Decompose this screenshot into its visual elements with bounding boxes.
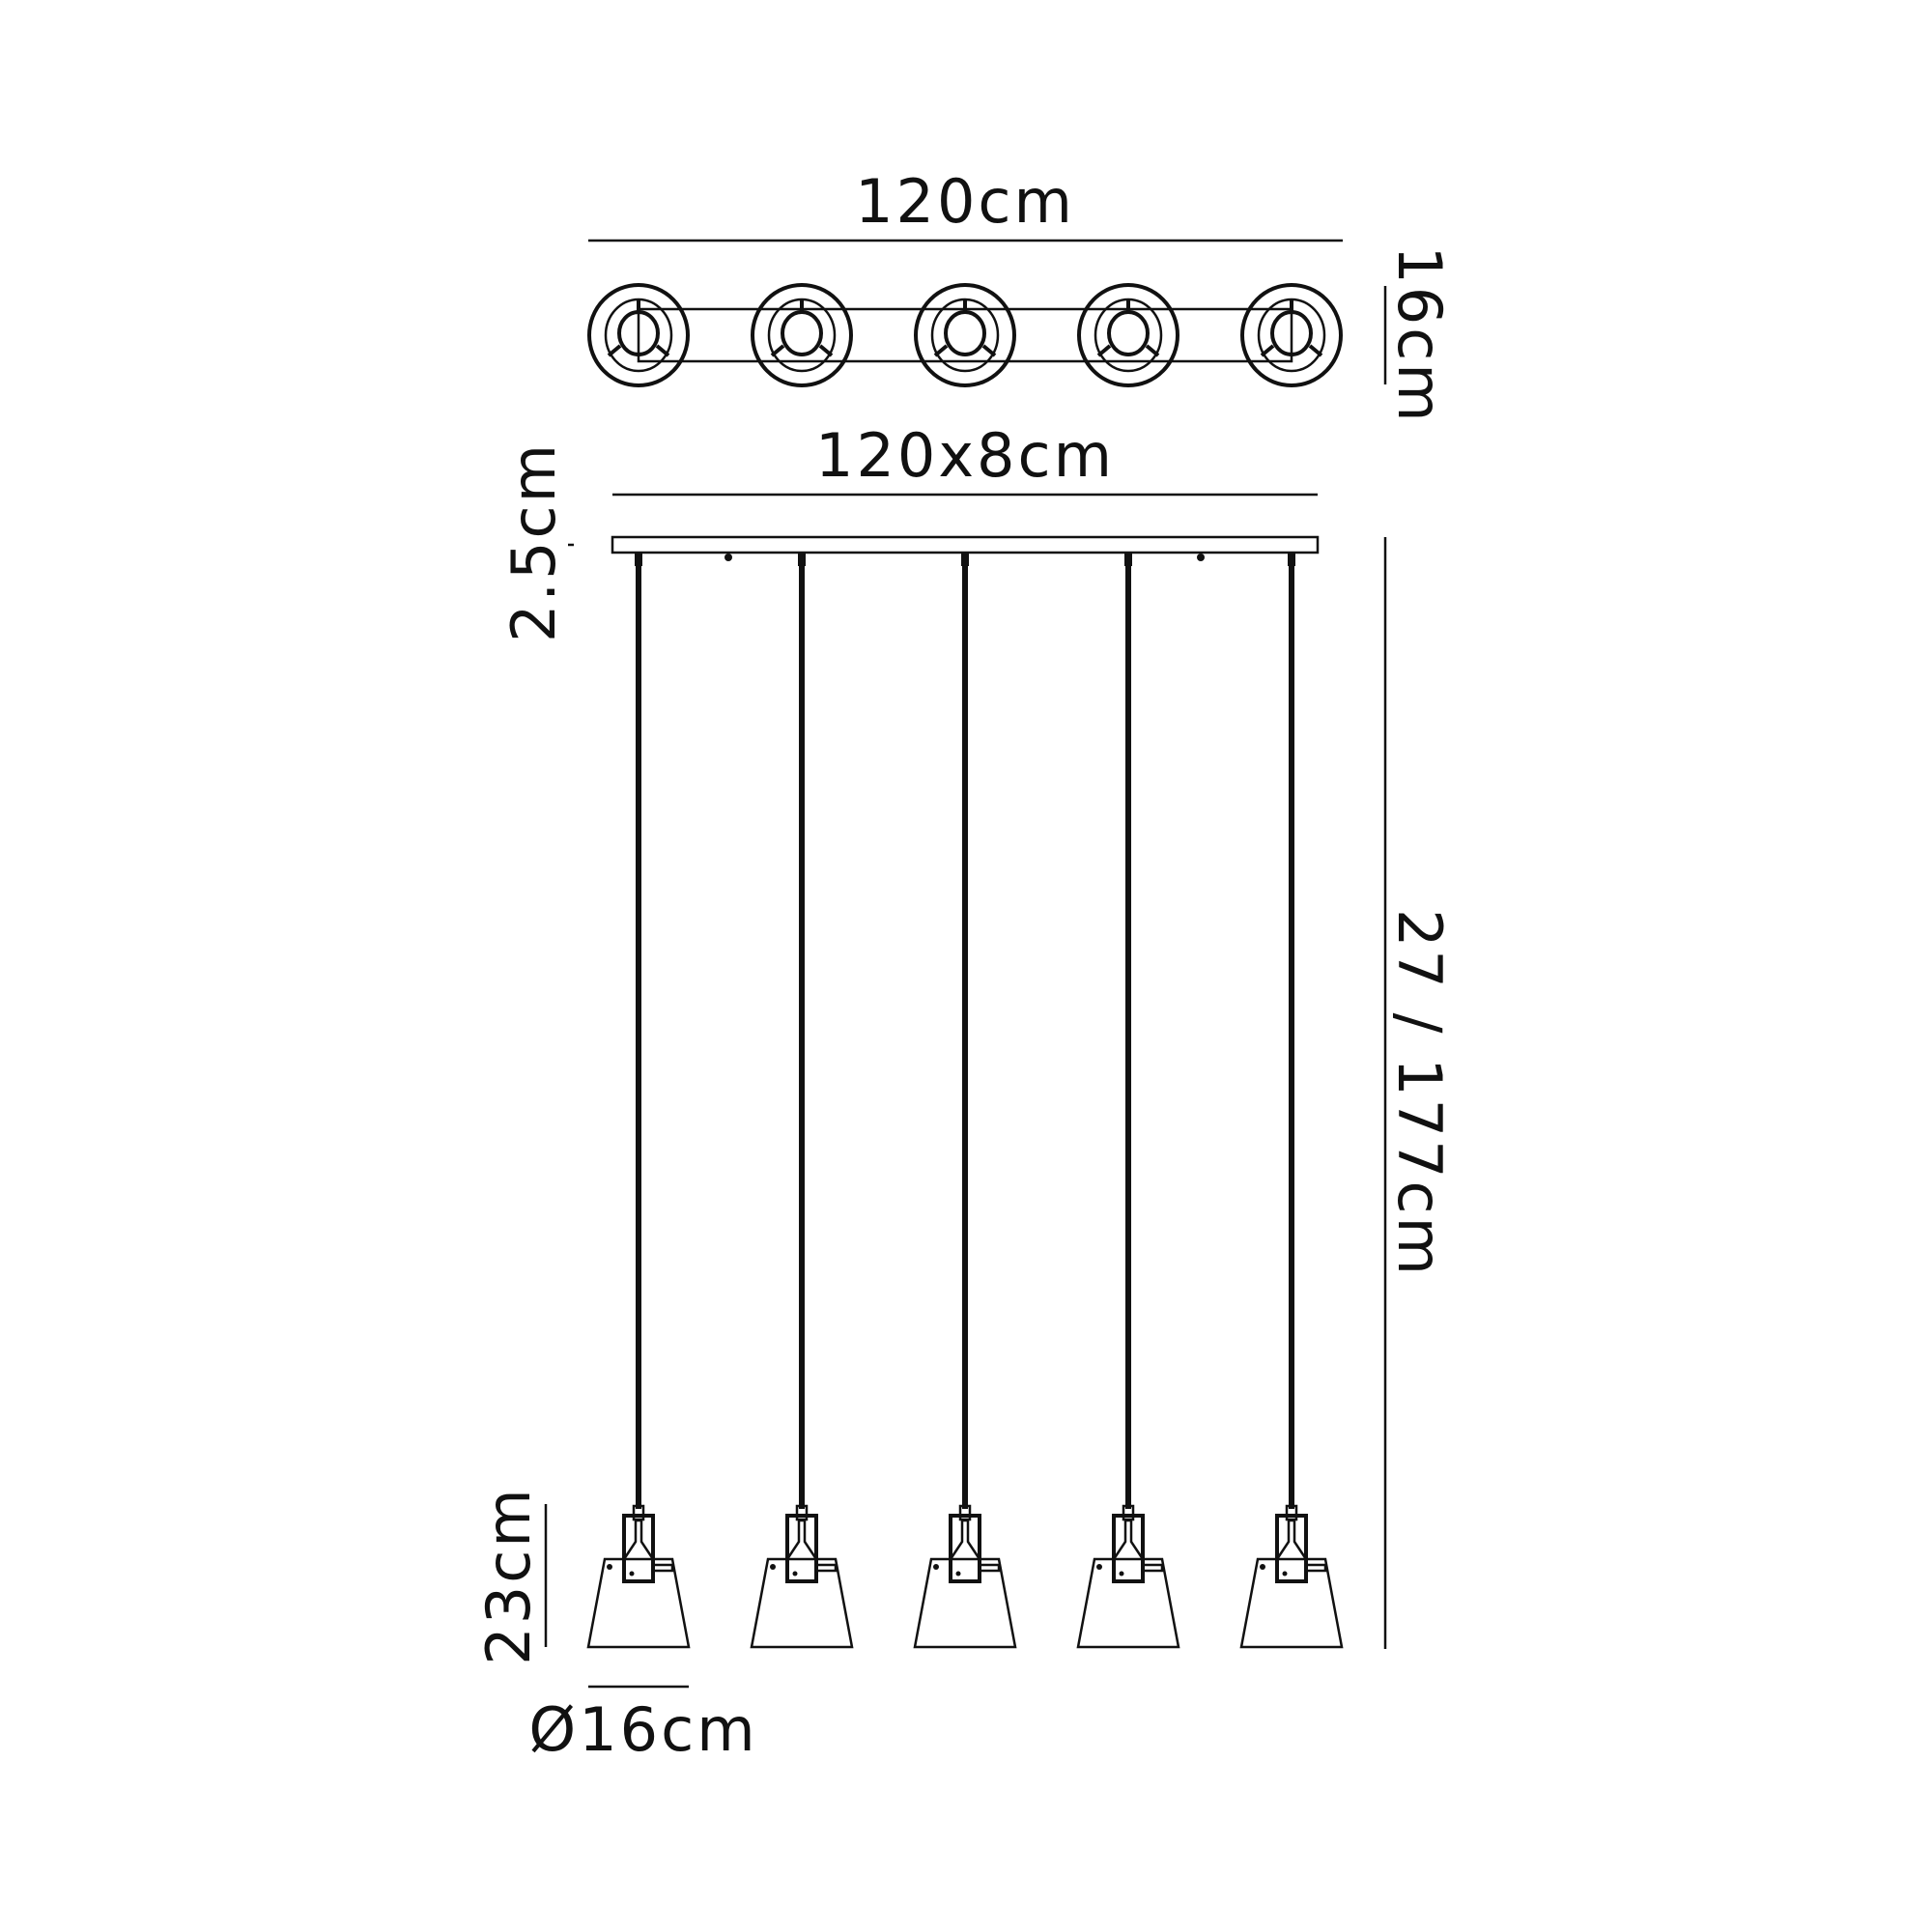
holder-rivet: [955, 1571, 961, 1577]
top-view-ceiling-rose: [1077, 283, 1179, 387]
pendant-lamp: [1076, 553, 1180, 1649]
lamp-holder: [1275, 1514, 1308, 1583]
lamp-shade: [1239, 1557, 1344, 1649]
cord-grip: [1288, 553, 1295, 566]
rose-spokes: [607, 299, 670, 357]
rose-outer-ring: [587, 283, 690, 387]
pendant-lamps: [586, 553, 1344, 1649]
rose-spokes: [1096, 299, 1160, 357]
rose-outer-ring: [1240, 283, 1343, 387]
lamp-shade: [1076, 1557, 1180, 1649]
canopy-height-label: 2.5cm: [498, 441, 569, 642]
drop-height-label: 27 / 177cm: [1384, 909, 1455, 1278]
top-width-label: 120cm: [855, 166, 1075, 237]
shade-rivet: [770, 1564, 776, 1570]
rose-spokes: [1260, 299, 1323, 357]
shade-rivet: [933, 1564, 939, 1570]
rose-hub: [944, 310, 986, 356]
shade-rivet: [1096, 1564, 1102, 1570]
lamp-holder: [785, 1514, 818, 1583]
rose-outer-ring: [751, 283, 853, 387]
bulb-socket: [1275, 1519, 1308, 1560]
rose-hub: [1107, 310, 1150, 356]
cord-grip: [1124, 553, 1132, 566]
shade-height-label: 23cm: [473, 1486, 544, 1664]
lamp-holder: [1112, 1514, 1145, 1583]
rose-outer-ring: [914, 283, 1016, 387]
top-view-ceiling-rose: [587, 283, 690, 387]
top-depth-label: 16cm: [1384, 245, 1455, 424]
lamp-shade: [750, 1557, 854, 1649]
adjuster-screw: [814, 1563, 838, 1573]
canopy-size-label: 120x8cm: [815, 420, 1115, 491]
top-view-ceiling-rose: [914, 283, 1016, 387]
rose-hub: [781, 310, 823, 356]
cord-grip: [798, 553, 806, 566]
canopy-screw: [1197, 554, 1205, 561]
bulb-socket: [622, 1519, 655, 1560]
bulb-socket: [785, 1519, 818, 1560]
top-view-ceiling-rose: [751, 283, 853, 387]
lamp-shade: [913, 1557, 1017, 1649]
bulb-socket: [1112, 1519, 1145, 1560]
adjuster-screw: [651, 1563, 674, 1573]
top-view: [587, 283, 1343, 387]
bulb-socket: [949, 1519, 981, 1560]
rose-spokes: [933, 299, 997, 357]
shade-rivet: [1260, 1564, 1265, 1570]
top-view-ceiling-rose: [1240, 283, 1343, 387]
pendant-lamp: [913, 553, 1017, 1649]
holder-rivet: [1282, 1571, 1288, 1577]
lamp-shade: [586, 1557, 691, 1649]
holder-rivet: [1119, 1571, 1124, 1577]
adjuster-screw: [1141, 1563, 1164, 1573]
canopy-screw: [724, 554, 732, 561]
pendant-lamp: [586, 553, 691, 1649]
lamp-holder: [949, 1514, 981, 1583]
pendant-lamp: [750, 553, 854, 1649]
ceiling-canopy: [611, 535, 1320, 554]
shade-rivet: [607, 1564, 612, 1570]
lamp-holder: [622, 1514, 655, 1583]
adjuster-screw: [1304, 1563, 1327, 1573]
pendant-lamp: [1239, 553, 1344, 1649]
cord-grip: [961, 553, 969, 566]
rose-spokes: [770, 299, 834, 357]
holder-rivet: [792, 1571, 798, 1577]
cord-grip: [635, 553, 642, 566]
adjuster-screw: [978, 1563, 1001, 1573]
holder-rivet: [629, 1571, 635, 1577]
rose-outer-ring: [1077, 283, 1179, 387]
shade-diameter-label: Ø16cm: [528, 1694, 757, 1765]
